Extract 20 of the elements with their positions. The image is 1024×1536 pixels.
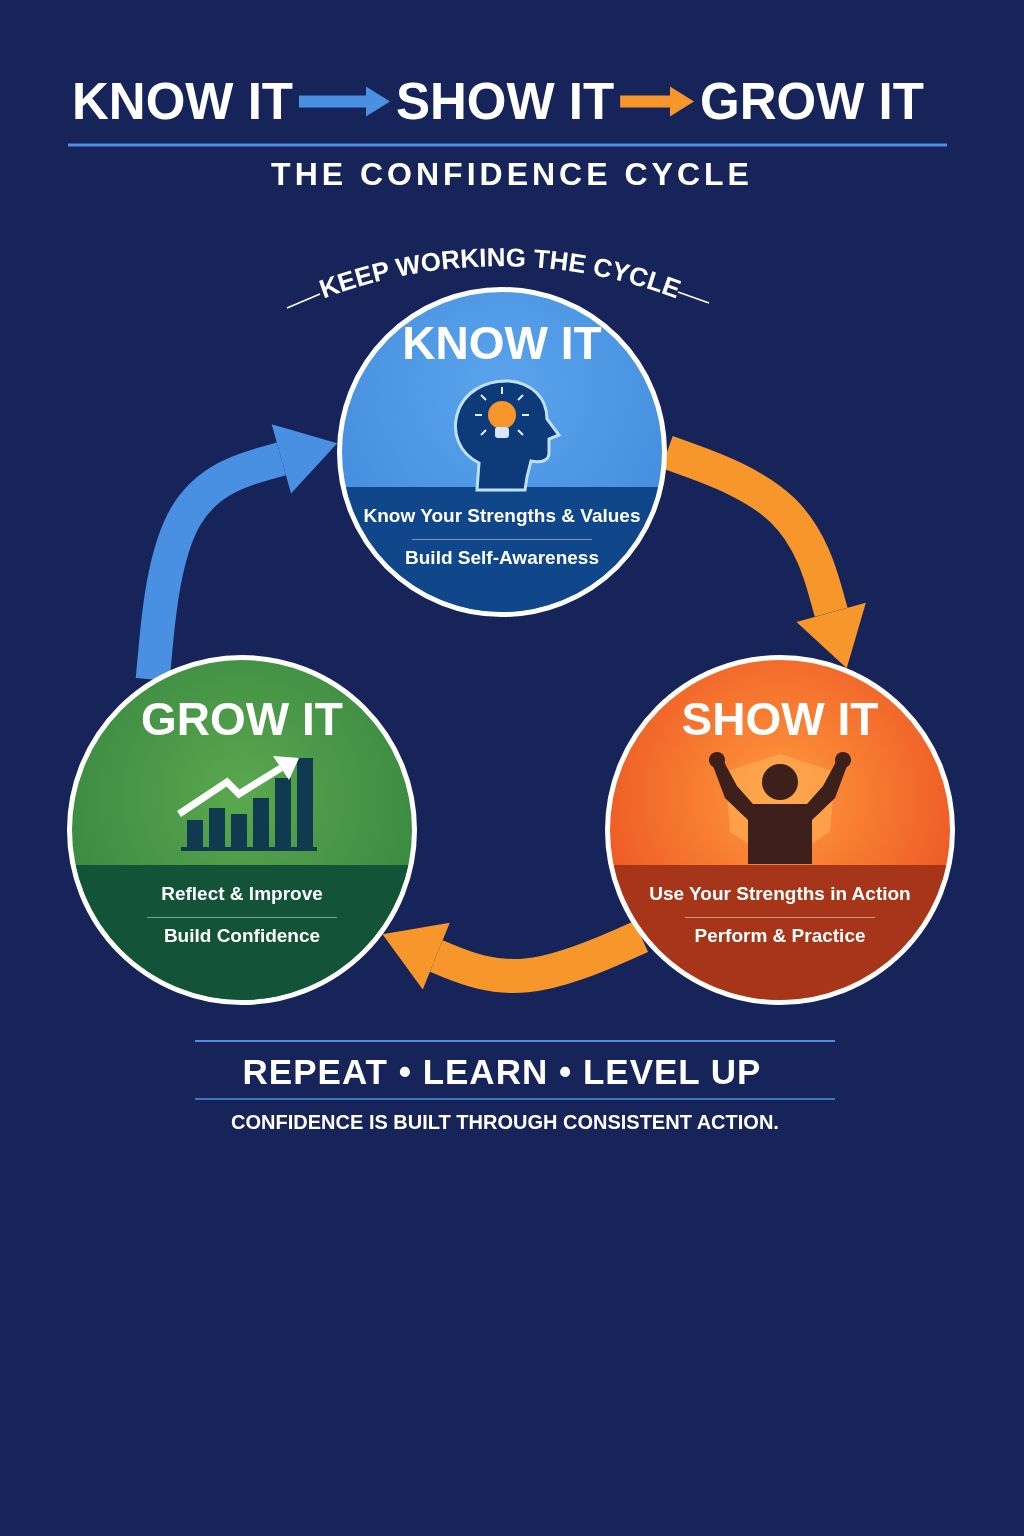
stage-heading: GROW IT — [140, 696, 344, 742]
stage-heading: SHOW IT — [680, 696, 880, 742]
arrow — [298, 86, 390, 117]
title-word: SHOW IT — [396, 76, 615, 127]
subtitle: THE CONFIDENCE CYCLE — [270, 156, 754, 193]
stage-description: Use Your Strengths in Action — [648, 883, 912, 905]
arrow — [382, 921, 649, 993]
tagline: REPEAT • LEARN • LEVEL UP — [241, 1052, 763, 1092]
arrow — [135, 424, 338, 682]
title-word: KNOW IT — [72, 76, 293, 127]
stage-description: Know Your Strengths & Values — [362, 505, 642, 527]
curved-caption: KEEP WORKING THE CYCLE — [315, 242, 685, 305]
title-word: GROW IT — [700, 76, 924, 127]
stage-description: Perform & Practice — [693, 925, 867, 947]
stage-description: Build Confidence — [162, 925, 322, 947]
stage-description: Reflect & Improve — [160, 883, 324, 905]
stage-description: Build Self-Awareness — [404, 547, 600, 569]
closing-note: CONFIDENCE IS BUILT THROUGH CONSISTENT ACTION. — [230, 1111, 780, 1134]
arrow — [620, 86, 694, 117]
stage-heading: KNOW IT — [401, 320, 603, 366]
